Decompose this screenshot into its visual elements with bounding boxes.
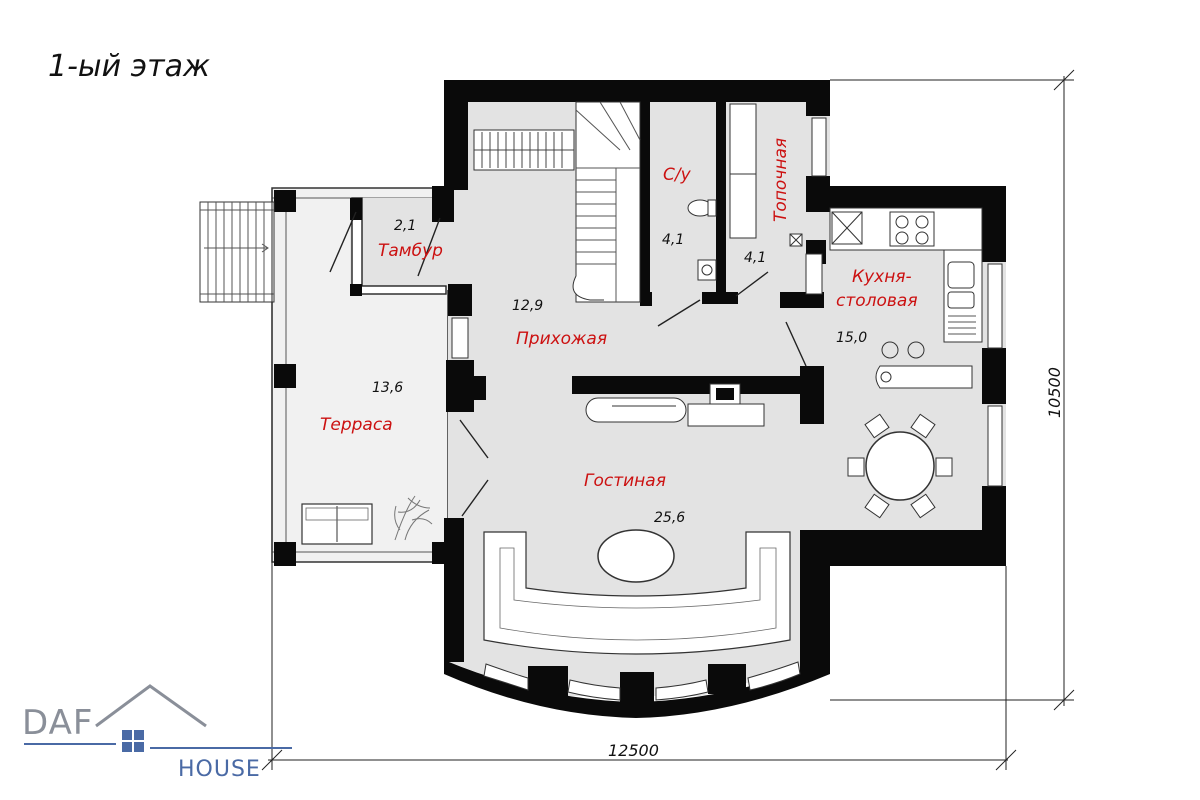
bathroom-fixtures (652, 102, 717, 292)
logo-word-house: HOUSE (178, 757, 261, 782)
staircase (572, 101, 641, 303)
area-boiler-room: 4,1 (744, 250, 766, 266)
vestibule (329, 197, 447, 296)
entry-stairs (199, 201, 275, 303)
room-labels: Тамбур 2,1 Прихожая 12,9 С/у 4,1 Топочна… (320, 138, 918, 526)
logo-word-daf: DAF (22, 703, 93, 743)
living-room-furniture (459, 383, 791, 655)
room-label-boiler-room: Топочная (771, 138, 791, 222)
area-bathroom: 4,1 (662, 232, 684, 248)
walls (432, 80, 1006, 718)
dimension-lines (261, 69, 1075, 771)
room-label-hallway: Прихожая (516, 329, 607, 349)
boiler-room (657, 103, 803, 327)
daf-house-logo: DAF HOUSE (22, 684, 292, 782)
area-living-room: 25,6 (654, 510, 685, 526)
area-kitchen: 15,0 (836, 330, 867, 346)
floor-title: 1-ый этаж (48, 49, 210, 84)
room-label-living-room: Гостиная (584, 471, 666, 491)
room-label-bathroom: С/у (663, 165, 692, 185)
room-label-terrace: Терраса (320, 415, 393, 435)
wardrobe (473, 129, 575, 171)
dimension-height: 10500 (1045, 367, 1064, 418)
area-terrace: 13,6 (372, 380, 403, 396)
area-hallway: 12,9 (512, 298, 543, 314)
dimension-width: 12500 (608, 741, 659, 760)
room-label-kitchen-line1: Кухня- (852, 267, 912, 287)
windows (451, 117, 1003, 701)
room-label-kitchen-line2: столовая (836, 291, 918, 311)
area-vestibule: 2,1 (394, 218, 416, 234)
room-label-vestibule: Тамбур (378, 241, 443, 261)
kitchen-furniture (785, 207, 983, 519)
